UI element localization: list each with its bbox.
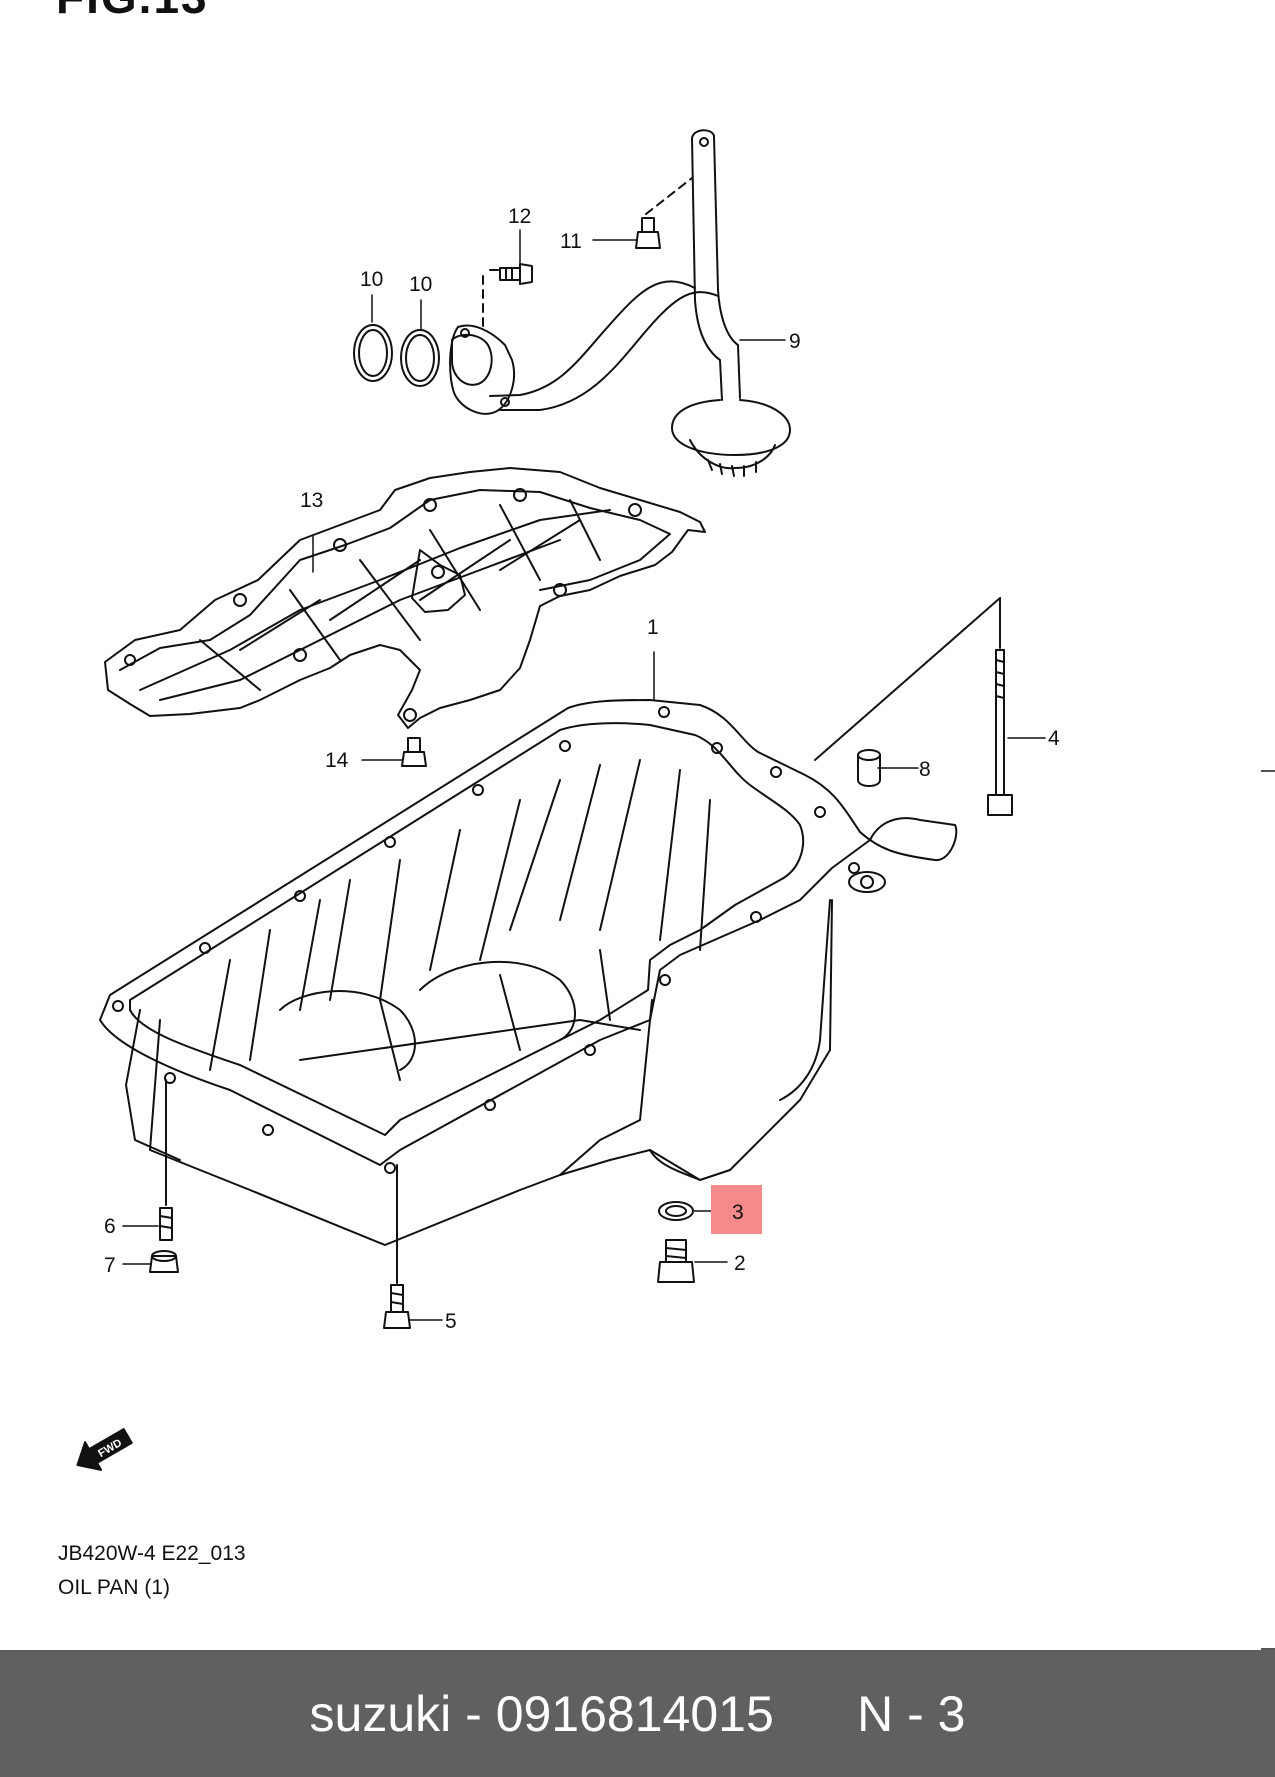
footer-brand: suzuki <box>309 1685 452 1742</box>
drain-gasket-part <box>658 1201 694 1221</box>
callout-13: 13 <box>300 489 323 512</box>
highlight-box <box>711 1185 762 1234</box>
callout-labels: 10 10 12 11 9 13 1 4 8 14 6 7 5 2 3 <box>104 205 1060 1333</box>
edge-tick <box>1261 1648 1275 1650</box>
oil-strainer-part <box>449 129 791 477</box>
bolt-11-part <box>635 177 693 249</box>
edge-tick <box>1261 770 1275 772</box>
callout-1: 1 <box>647 616 659 639</box>
callout-2: 2 <box>734 1252 746 1275</box>
footer-part-number: 0916814015 <box>495 1685 774 1742</box>
baffle-plate-part <box>104 467 706 729</box>
leader-lines <box>122 229 1046 1321</box>
footer-separator: - <box>451 1685 496 1742</box>
dowel-pin-part <box>857 749 881 787</box>
callout-8: 8 <box>919 758 931 781</box>
drain-plug-part <box>657 1239 695 1283</box>
callout-7: 7 <box>104 1254 116 1277</box>
bolt-12-part <box>482 263 533 331</box>
callout-12: 12 <box>508 205 531 228</box>
diagram-code: JB420W-4 E22_013 <box>58 1542 246 1565</box>
oil-pan-exploded-diagram: 10 10 12 11 9 13 1 4 8 14 6 7 5 2 3 FWD <box>76 129 1060 1471</box>
long-bolt-part <box>814 597 1013 816</box>
figure-title: FIG.13 <box>56 0 209 24</box>
callout-14: 14 <box>325 749 349 772</box>
footer-position-label: N - 3 <box>857 1685 966 1742</box>
callout-10b: 10 <box>409 273 432 296</box>
bolt-14-part <box>401 737 427 767</box>
nut-7-part <box>149 1250 179 1273</box>
callout-10a: 10 <box>360 268 383 291</box>
callout-4: 4 <box>1048 727 1060 750</box>
bolt-5-part <box>383 1164 411 1329</box>
callout-11: 11 <box>560 230 582 253</box>
o-ring-parts <box>353 324 440 387</box>
callout-5: 5 <box>445 1310 457 1333</box>
oil-pan-part <box>99 699 958 1246</box>
footer-gap <box>774 1685 857 1743</box>
callout-9: 9 <box>789 330 801 353</box>
callout-6: 6 <box>104 1215 116 1238</box>
stud-6-part <box>159 1079 173 1241</box>
callout-3: 3 <box>732 1201 744 1224</box>
footer-bar: suzuki - 0916814015 N - 3 <box>0 1650 1275 1777</box>
diagram-name: OIL PAN (1) <box>58 1576 171 1599</box>
fwd-arrow-icon: FWD <box>76 1428 133 1471</box>
